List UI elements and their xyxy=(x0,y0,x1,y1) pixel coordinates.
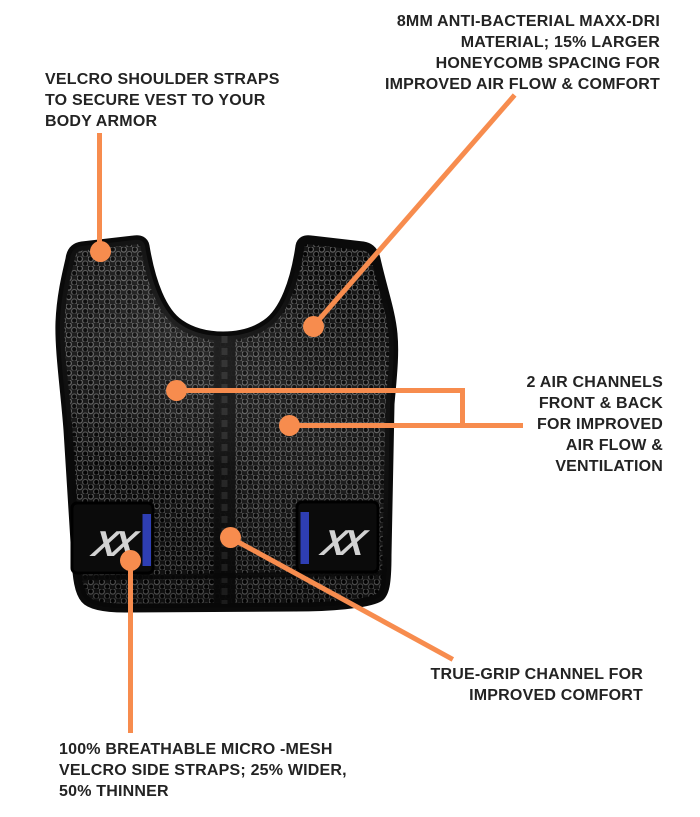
callout-text-line: TRUE-GRIP CHANNEL FOR xyxy=(430,666,643,683)
callout-line-side-straps xyxy=(127,558,133,733)
callout-text-line: VENTILATION xyxy=(555,458,663,475)
callout-dot-side-strap xyxy=(119,549,141,571)
callout-dot-material xyxy=(302,315,324,337)
callout-line-air-front xyxy=(176,388,465,393)
callout-text-line: VELCRO SIDE STRAPS; 25% WIDER, xyxy=(59,762,347,779)
callout-text-line: BODY ARMOR xyxy=(45,113,158,130)
left-side-strap: XX xyxy=(70,501,155,575)
callout-text-line: IMPROVED AIR FLOW & COMFORT xyxy=(384,76,660,93)
callout-true-grip-text: TRUE-GRIP CHANNEL FOR IMPROVED COMFORT xyxy=(430,664,643,706)
callout-side-straps-text: 100% BREATHABLE MICRO -MESH VELCRO SIDE … xyxy=(59,739,347,802)
callout-dot-shoulder-strap xyxy=(89,240,111,262)
callout-text-line: FOR IMPROVED xyxy=(537,416,663,433)
callout-text-line: 100% BREATHABLE MICRO -MESH xyxy=(59,741,333,758)
callout-text-line: FRONT & BACK xyxy=(538,395,663,412)
callout-text-line: AIR FLOW & xyxy=(565,437,663,454)
callout-text-line: TO SECURE VEST TO YOUR xyxy=(45,92,266,109)
callout-air-channels-text: 2 AIR CHANNELS FRONT & BACK FOR IMPROVED… xyxy=(527,372,663,477)
callout-text-line: HONEYCOMB SPACING FOR xyxy=(435,55,660,72)
callout-line-shoulder-straps xyxy=(96,133,102,253)
callout-text-line: VELCRO SHOULDER STRAPS xyxy=(45,71,280,88)
callout-dot-true-grip xyxy=(219,526,241,548)
left-strap-blue-tab xyxy=(142,514,151,566)
callout-dot-air-back xyxy=(278,414,300,436)
callout-line-air-bracket xyxy=(460,388,465,428)
callout-shoulder-straps-text: VELCRO SHOULDER STRAPS TO SECURE VEST TO… xyxy=(45,69,280,132)
callout-text-line: 8MM ANTI-BACTERIAL MAXX-DRI xyxy=(396,13,660,30)
callout-dot-air-front xyxy=(165,379,187,401)
callout-text-line: 50% THINNER xyxy=(59,783,169,800)
right-strap-blue-tab xyxy=(300,512,309,564)
right-side-strap: XX xyxy=(295,500,380,574)
callout-material-text: 8MM ANTI-BACTERIAL MAXX-DRI MATERIAL; 15… xyxy=(385,11,660,95)
callout-text-line: MATERIAL; 15% LARGER xyxy=(460,34,660,51)
callout-text-line: IMPROVED COMFORT xyxy=(469,687,643,704)
callout-text-line: 2 AIR CHANNELS xyxy=(526,374,663,391)
callout-line-air-back xyxy=(289,422,523,428)
